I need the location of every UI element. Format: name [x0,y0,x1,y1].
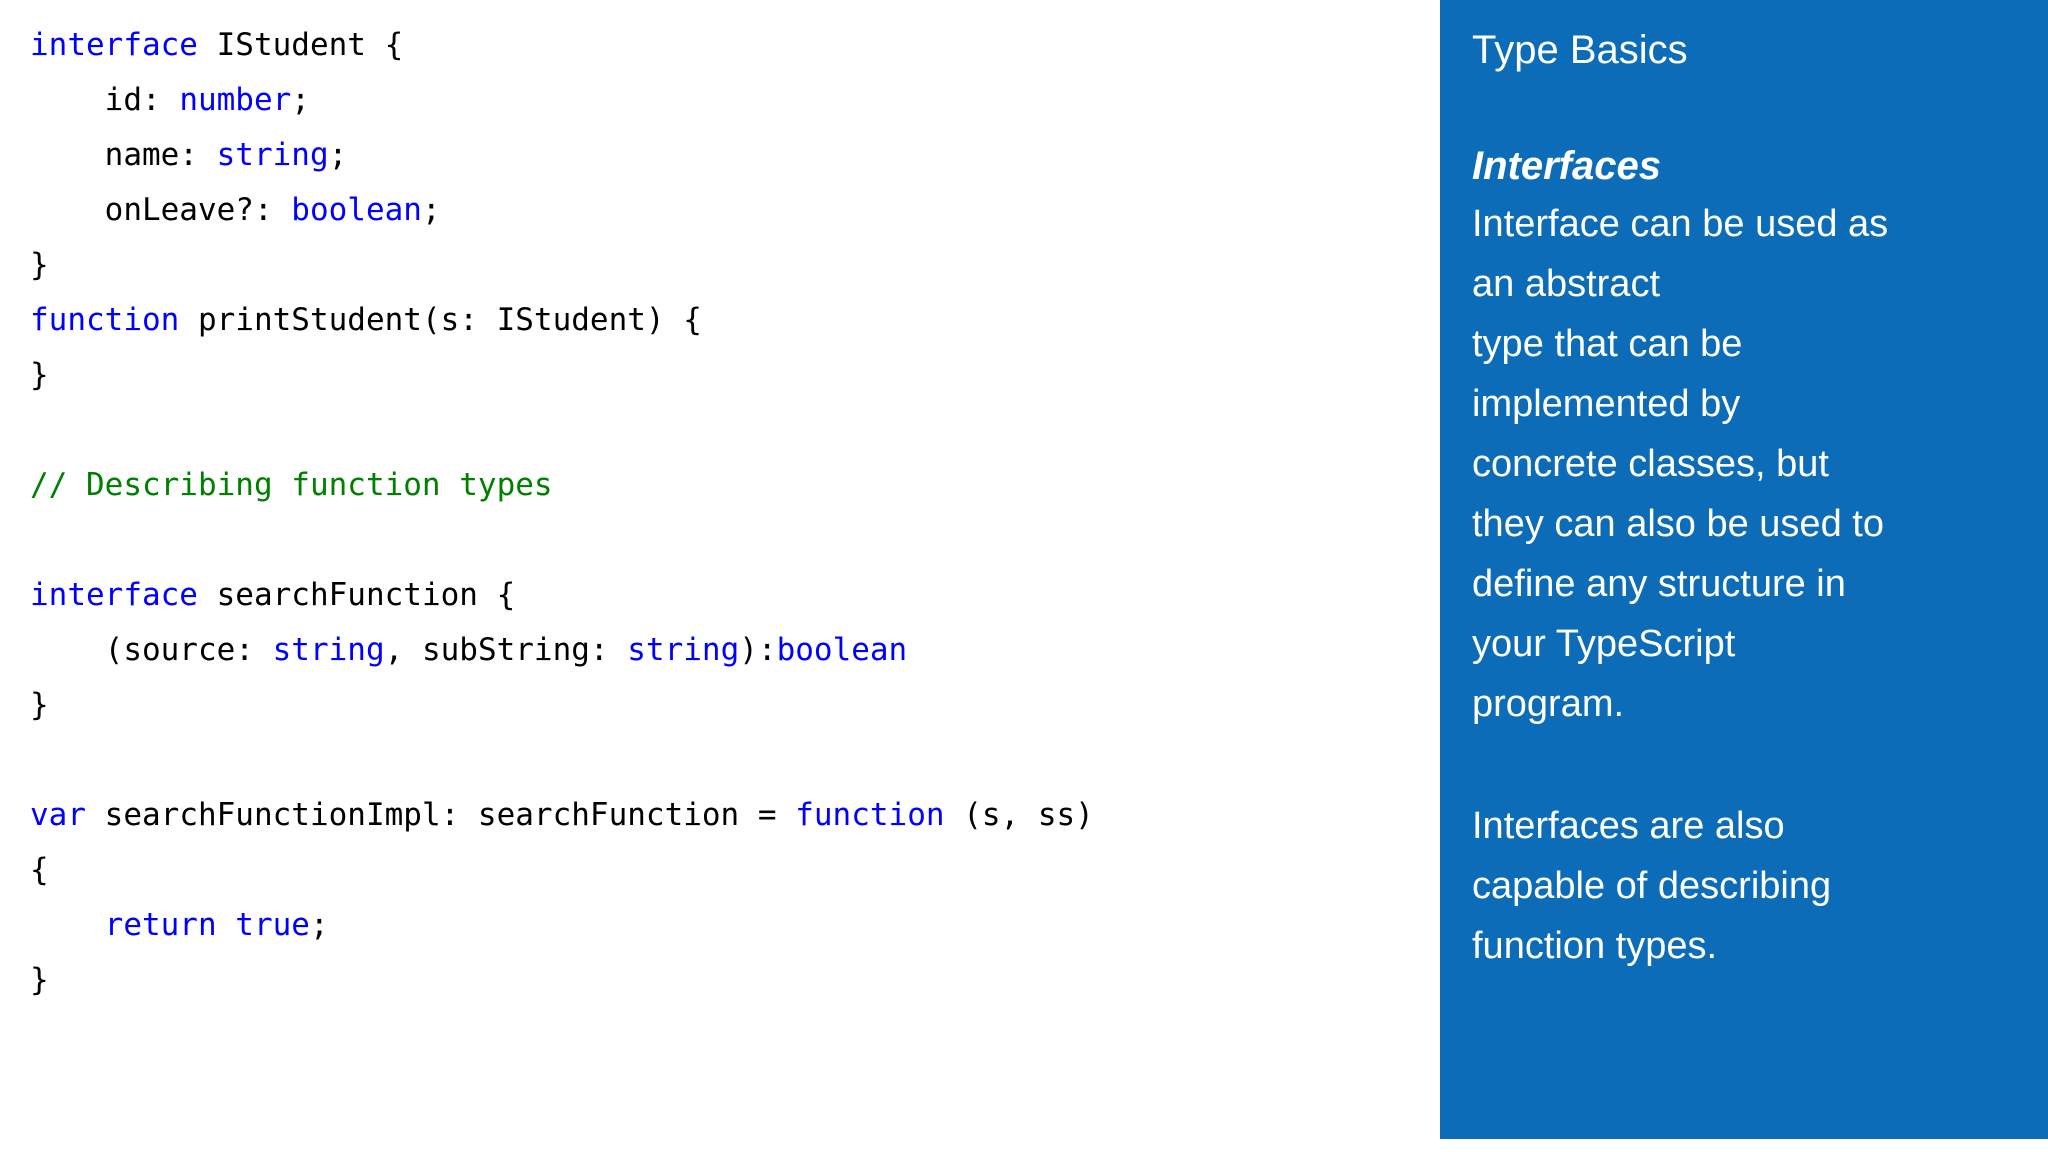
code-token: name: [30,137,217,173]
code-line: (source: string, subString: string):bool… [30,623,1440,678]
panel-spacer-2 [1472,734,2018,796]
panel-spacer-1 [1472,80,2018,138]
code-token: onLeave?: [30,192,292,228]
code-token: // Describing function types [30,467,553,503]
code-token: ): [739,632,777,668]
code-token: ; [328,137,348,173]
code-token: searchFunctionImpl: searchFunction = [86,797,796,833]
panel-paragraph-2: Interfaces are also capable of describin… [1472,805,1832,967]
code-line [30,733,1440,788]
code-token: var [30,797,86,833]
code-token: { [30,852,49,888]
code-pane: interface IStudent { id: number; name: s… [30,18,1440,1008]
code-token: return true [104,907,310,943]
panel-subheading: Interfaces [1472,144,1661,188]
code-token: string [216,137,329,173]
code-line: } [30,238,1440,293]
code-token: ; [309,907,329,943]
code-token: boolean [776,632,908,668]
code-line: // Describing function types [30,458,1440,513]
code-token: IStudent { [197,27,404,63]
code-token: printStudent(s: IStudent) { [179,302,702,338]
code-token: searchFunction { [197,577,516,613]
side-panel: Type Basics Interfaces Interface can be … [1440,0,2048,1139]
code-token: function [30,302,180,338]
code-token: (source: [30,632,273,668]
code-token: string [272,632,385,668]
code-token: , subString: [384,632,628,668]
code-line: } [30,678,1440,733]
code-line: interface IStudent { [30,18,1440,73]
code-line: id: number; [30,73,1440,128]
code-token: } [30,247,49,283]
code-token: ; [291,82,310,118]
code-token: (s, ss) [944,797,1094,833]
panel-bottom-strip [1440,1139,2048,1152]
code-line: { [30,843,1440,898]
code-token: } [30,687,49,723]
code-token: interface [30,27,198,63]
code-line: onLeave?: boolean; [30,183,1440,238]
code-token: ; [421,192,441,228]
code-line: name: string; [30,128,1440,183]
panel-paragraph-1: Interface can be used as an abstract typ… [1472,203,1889,725]
code-token: boolean [291,192,422,228]
code-line: } [30,348,1440,403]
code-line: interface searchFunction { [30,568,1440,623]
code-line: var searchFunctionImpl: searchFunction =… [30,788,1440,843]
code-token: } [30,357,49,393]
code-line [30,513,1440,568]
code-token: } [30,962,49,998]
code-token: function [795,797,945,833]
code-token: number [179,82,292,118]
code-token [30,907,105,943]
code-token: string [627,632,740,668]
code-token: id: [30,82,180,118]
panel-title: Type Basics [1472,28,1688,72]
code-token: interface [30,577,198,613]
code-line: return true; [30,898,1440,953]
code-line: } [30,953,1440,1008]
code-line: function printStudent(s: IStudent) { [30,293,1440,348]
code-block: interface IStudent { id: number; name: s… [30,18,1440,1008]
code-line [30,403,1440,458]
